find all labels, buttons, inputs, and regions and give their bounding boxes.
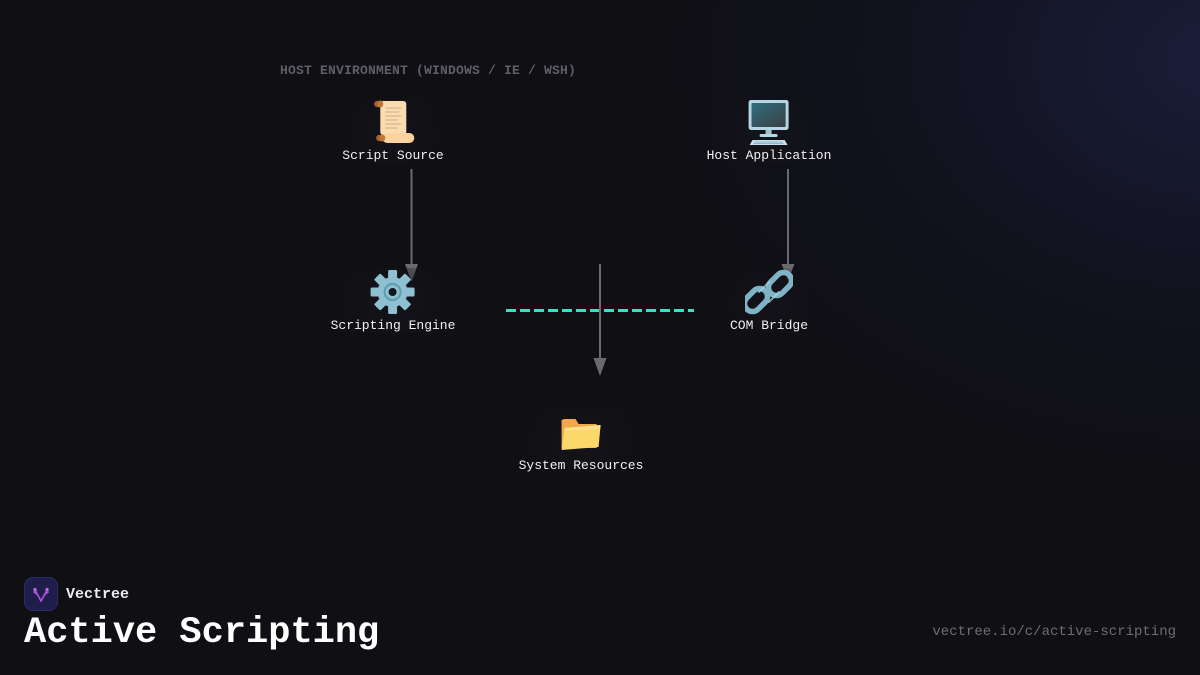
node-scripting-engine[interactable]: Scripting Engine: [316, 268, 470, 333]
edge-center-to-system-resources: [593, 264, 607, 376]
node-com-bridge[interactable]: COM Bridge: [715, 268, 823, 333]
node-label: COM Bridge: [729, 318, 809, 333]
node-label: System Resources: [518, 458, 644, 473]
scroll-icon: [369, 98, 417, 146]
folder-icon: [557, 408, 605, 456]
brand[interactable]: Vectree: [24, 577, 129, 611]
node-system-resources[interactable]: System Resources: [504, 408, 658, 473]
page-title: Active Scripting: [24, 612, 380, 654]
node-script-source[interactable]: Script Source: [328, 98, 458, 163]
gear-icon: [369, 268, 417, 316]
edge-host-application-to-com-bridge: [781, 169, 795, 280]
node-host-application[interactable]: Host Application: [692, 98, 846, 163]
desktop-computer-icon: [745, 98, 793, 146]
node-label: Script Source: [342, 148, 444, 163]
link-icon: [744, 268, 793, 316]
source-url-link[interactable]: vectree.io/c/active-scripting: [932, 624, 1176, 640]
vectree-logo-icon: [24, 577, 58, 611]
edge-script-source-to-scripting-engine: [405, 169, 418, 282]
brand-name: Vectree: [66, 585, 130, 603]
node-label: Scripting Engine: [330, 318, 456, 333]
node-label: Host Application: [706, 148, 832, 163]
host-environment-group-label: HOST ENVIRONMENT (WINDOWS / IE / WSH): [280, 63, 577, 78]
